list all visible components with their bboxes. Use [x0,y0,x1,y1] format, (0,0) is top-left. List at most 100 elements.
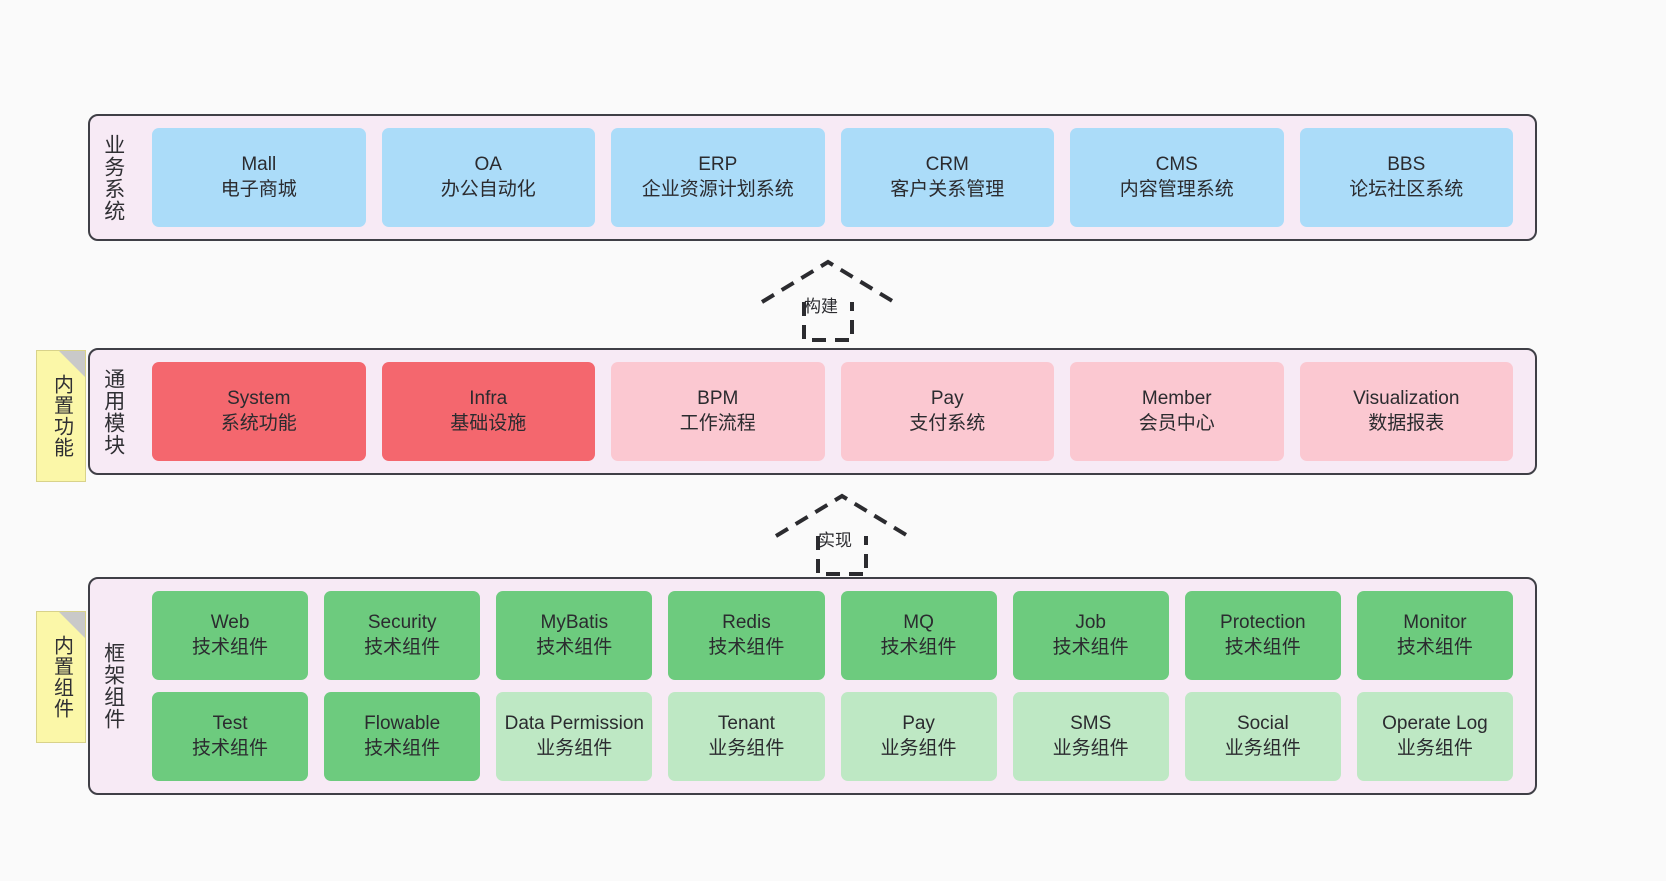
node-visualization-cn: 数据报表 [1368,412,1445,434]
connector-implement: 实现 [772,492,912,576]
node-monitor-en: Monitor [1403,611,1467,633]
node-mybatis[interactable]: MyBatis 技术组件 [496,591,653,680]
node-protection-en: Protection [1220,611,1306,633]
node-member-cn: 会员中心 [1138,412,1215,434]
node-monitor[interactable]: Monitor 技术组件 [1356,591,1513,680]
node-security[interactable]: Security 技术组件 [324,591,481,680]
node-pay-component-cn: 业务组件 [880,737,957,759]
column-redis-tenant: Redis 技术组件 Tenant 业务组件 [660,591,832,781]
node-bpm[interactable]: BPM 工作流程 [611,362,825,461]
column-crm: CRM 客户关系管理 [833,128,1063,227]
node-pay-module[interactable]: Pay 支付系统 [840,362,1054,461]
node-mybatis-en: MyBatis [540,611,609,633]
node-operate-log[interactable]: Operate Log 业务组件 [1356,692,1513,781]
node-mall-en: Mall [241,153,277,175]
node-redis-cn: 技术组件 [708,636,785,658]
node-job-en: Job [1075,611,1106,633]
column-member: Member 会员中心 [1062,362,1292,461]
node-protection[interactable]: Protection 技术组件 [1184,591,1341,680]
node-security-en: Security [367,611,437,633]
layer-body-framework-components: Web 技术组件 Test 技术组件 Security 技术组件 Flowabl… [136,579,1535,793]
node-flowable[interactable]: Flowable 技术组件 [324,692,481,781]
node-oa-cn: 办公自动化 [440,178,536,200]
layer-title-business-systems: 业务系统 [101,133,125,222]
connector-build-label: 构建 [804,297,838,316]
node-social-cn: 业务组件 [1224,737,1301,759]
node-mall[interactable]: Mall 电子商城 [152,128,366,227]
node-visualization-en: Visualization [1353,387,1460,409]
node-test-cn: 技术组件 [192,737,269,759]
node-oa[interactable]: OA 办公自动化 [381,128,595,227]
node-mall-cn: 电子商城 [220,178,297,200]
note-builtin-components: 内置组件 [36,611,86,743]
node-pay-module-cn: 支付系统 [909,412,986,434]
layer-body-business-systems: Mall 电子商城 OA 办公自动化 ERP 企业资源计划系统 CRM [136,116,1535,239]
node-flowable-en: Flowable [364,712,441,734]
note-builtin-features-label: 内置功能 [50,374,73,458]
column-system: System 系统功能 [144,362,374,461]
node-monitor-cn: 技术组件 [1396,636,1473,658]
node-pay-component[interactable]: Pay 业务组件 [840,692,997,781]
connector-build: 构建 [758,258,898,342]
node-redis[interactable]: Redis 技术组件 [668,591,825,680]
node-system-en: System [227,387,291,409]
node-cms-cn: 内容管理系统 [1119,178,1234,200]
node-job[interactable]: Job 技术组件 [1012,591,1169,680]
node-erp-en: ERP [698,153,738,175]
node-member[interactable]: Member 会员中心 [1070,362,1284,461]
layer-title-framework-components: 框架组件 [101,642,125,730]
node-flowable-cn: 技术组件 [364,737,441,759]
column-mall: Mall 电子商城 [144,128,374,227]
node-operate-log-cn: 业务组件 [1396,737,1473,759]
node-system-cn: 系统功能 [220,412,297,434]
node-web-cn: 技术组件 [192,636,269,658]
node-infra[interactable]: Infra 基础设施 [381,362,595,461]
connector-implement-glyph [774,493,910,576]
node-bbs-en: BBS [1387,153,1426,175]
node-test[interactable]: Test 技术组件 [152,692,309,781]
node-redis-en: Redis [722,611,771,633]
connector-build-glyph [760,259,896,342]
node-social-en: Social [1236,712,1289,734]
node-sms[interactable]: SMS 业务组件 [1012,692,1169,781]
node-tenant-en: Tenant [717,712,775,734]
node-mybatis-cn: 技术组件 [536,636,613,658]
note-builtin-features: 内置功能 [36,350,86,482]
node-bpm-cn: 工作流程 [679,412,756,434]
node-tenant[interactable]: Tenant 业务组件 [668,692,825,781]
node-crm[interactable]: CRM 客户关系管理 [840,128,1054,227]
node-data-permission[interactable]: Data Permission 业务组件 [496,692,653,781]
layer-business-systems: 业务系统 Mall 电子商城 OA 办公自动化 ERP 企业资源计划系统 [88,114,1537,241]
node-security-cn: 技术组件 [364,636,441,658]
column-cms: CMS 内容管理系统 [1062,128,1292,227]
node-bbs[interactable]: BBS 论坛社区系统 [1299,128,1513,227]
node-protection-cn: 技术组件 [1224,636,1301,658]
layer-common-modules: 通用模块 System 系统功能 Infra 基础设施 BPM 工作流程 [88,348,1537,475]
node-system[interactable]: System 系统功能 [152,362,366,461]
column-mq-pay: MQ 技术组件 Pay 业务组件 [833,591,1005,781]
layer-title-common-modules: 通用模块 [101,367,125,456]
node-erp[interactable]: ERP 企业资源计划系统 [611,128,825,227]
node-pay-module-en: Pay [930,387,964,409]
node-mq[interactable]: MQ 技术组件 [840,591,997,680]
node-web[interactable]: Web 技术组件 [152,591,309,680]
node-sms-cn: 业务组件 [1052,737,1129,759]
node-job-cn: 技术组件 [1052,636,1129,658]
node-cms-en: CMS [1155,153,1198,175]
node-tenant-cn: 业务组件 [708,737,785,759]
node-social[interactable]: Social 业务组件 [1184,692,1341,781]
column-bpm: BPM 工作流程 [603,362,833,461]
column-protection-social: Protection 技术组件 Social 业务组件 [1177,591,1349,781]
node-web-en: Web [210,611,250,633]
column-security-flowable: Security 技术组件 Flowable 技术组件 [316,591,488,781]
node-data-permission-en: Data Permission [504,712,644,734]
column-visualization: Visualization 数据报表 [1292,362,1522,461]
node-pay-component-en: Pay [902,712,935,734]
layer-body-common-modules: System 系统功能 Infra 基础设施 BPM 工作流程 Pay [136,350,1535,473]
node-erp-cn: 企业资源计划系统 [641,178,794,200]
node-cms[interactable]: CMS 内容管理系统 [1070,128,1284,227]
node-mq-cn: 技术组件 [880,636,957,658]
node-visualization[interactable]: Visualization 数据报表 [1299,362,1513,461]
node-infra-en: Infra [469,387,508,409]
